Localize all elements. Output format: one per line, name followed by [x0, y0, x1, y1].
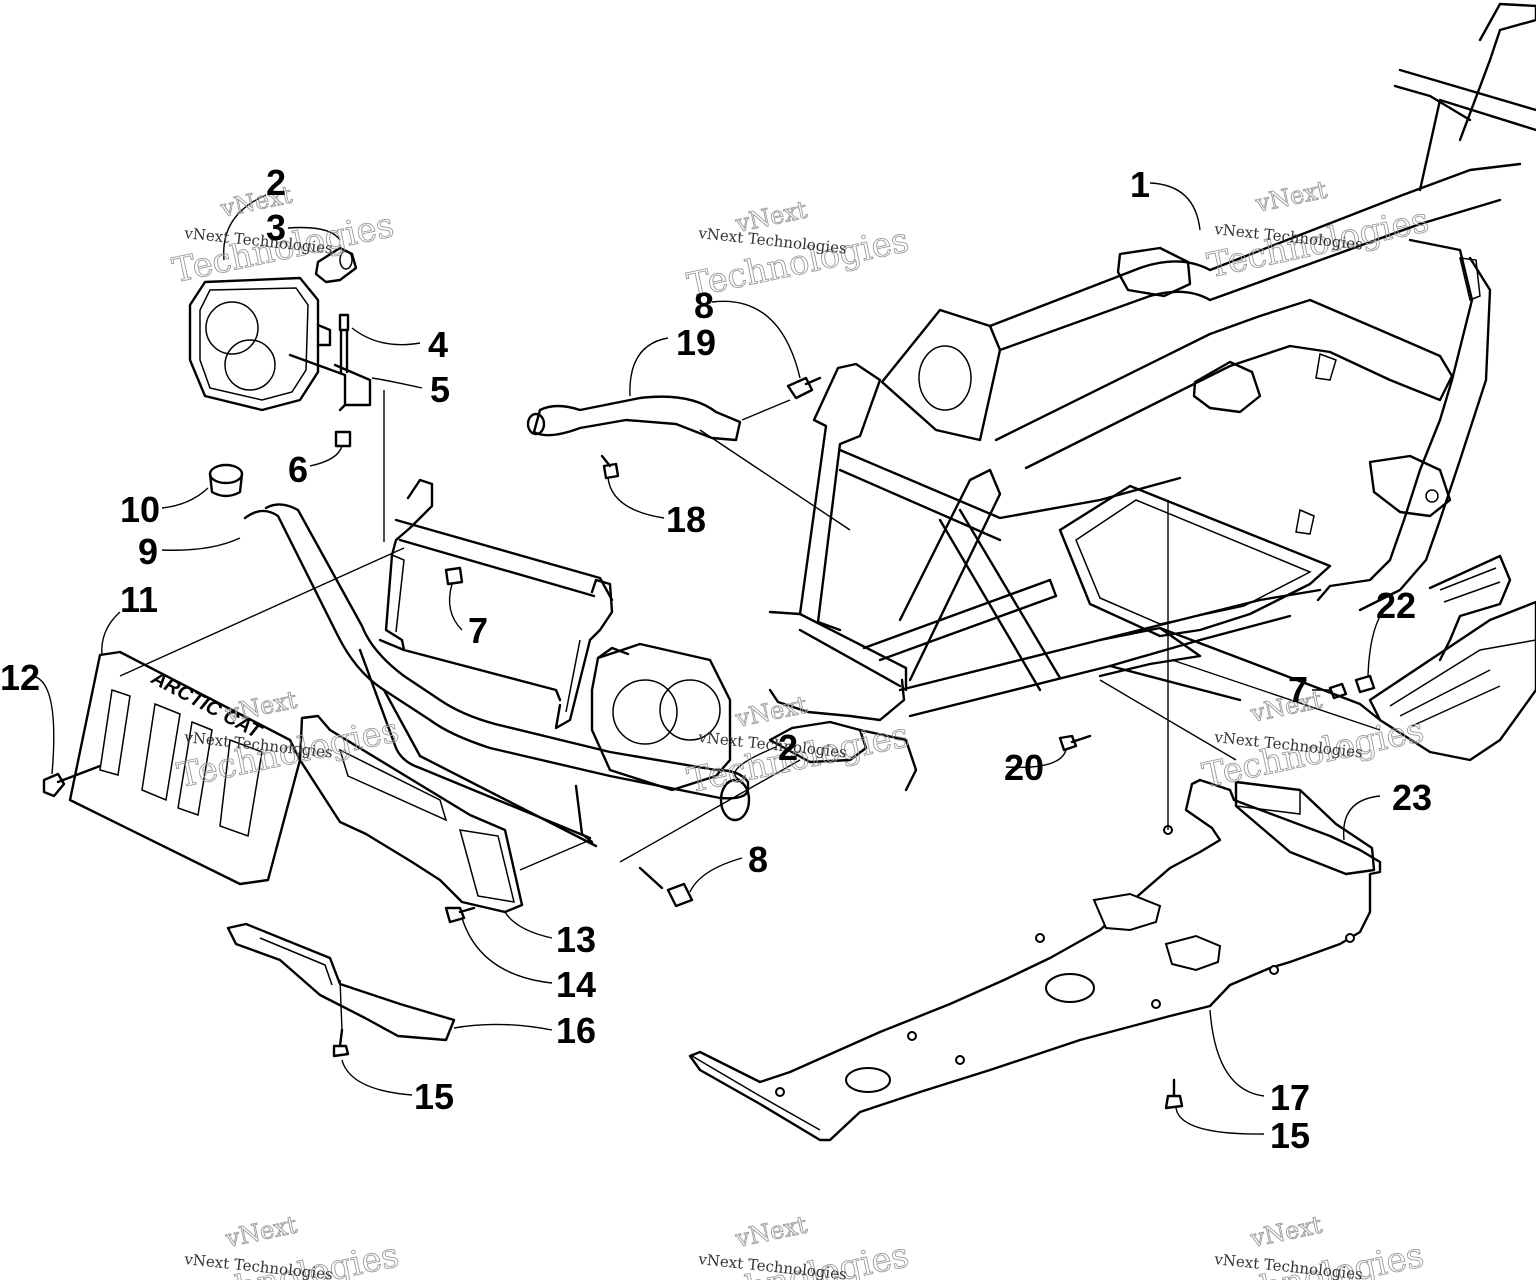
- callout-2-lower: 2: [778, 727, 798, 768]
- watermark-line1: vNext: [222, 1211, 300, 1254]
- callout-12: 12: [0, 657, 40, 698]
- headlight-bulb: [314, 246, 358, 284]
- mount-tube: [526, 395, 742, 442]
- main-frame: [768, 2, 1536, 792]
- fasteners: [42, 376, 1376, 1110]
- callout-3: 3: [266, 207, 286, 248]
- callout-labels: 1 2 3 4 5 6 7 8 9 10 11 12 13 14 15 16 1…: [0, 162, 1432, 1156]
- callout-19: 19: [676, 322, 716, 363]
- callout-9: 9: [138, 531, 158, 572]
- front-rack-frame: [378, 478, 614, 730]
- watermark-line1: vNext: [1252, 176, 1330, 219]
- headlight-left: [188, 276, 372, 412]
- callout-7-right: 7: [1288, 669, 1308, 710]
- callout-4: 4: [428, 324, 448, 365]
- watermark-line1: vNext: [732, 1211, 810, 1254]
- headlight-right: [590, 642, 732, 792]
- callout-16: 16: [556, 1010, 596, 1051]
- callout-15: 15: [414, 1076, 454, 1117]
- watermark-line1: vNext: [1247, 686, 1325, 729]
- watermark-line1: vNext: [1247, 1211, 1325, 1254]
- callout-18: 18: [666, 499, 706, 540]
- callout-17: 17: [1270, 1077, 1310, 1118]
- callout-8-lower: 8: [748, 839, 768, 880]
- watermarks: vNext Technologies vNext Technologies vN…: [168, 175, 1432, 1280]
- callout-14: 14: [556, 964, 596, 1005]
- leader-lines: [31, 182, 1391, 1135]
- callout-7: 7: [468, 610, 488, 651]
- callout-22: 22: [1376, 585, 1416, 626]
- callout-23: 23: [1392, 777, 1432, 818]
- callout-5: 5: [430, 369, 450, 410]
- skid-plate: [688, 778, 1382, 1142]
- callout-2: 2: [266, 162, 286, 203]
- callout-15-right: 15: [1270, 1115, 1310, 1156]
- headlight-bolt: [338, 313, 350, 374]
- front-skid-bracket: [226, 922, 456, 1042]
- callout-13: 13: [556, 919, 596, 960]
- callout-10: 10: [120, 489, 160, 530]
- callout-8: 8: [694, 285, 714, 326]
- rear-skid-plate: [1234, 780, 1376, 876]
- callout-20: 20: [1004, 747, 1044, 788]
- lower-grille-plate: [298, 714, 524, 914]
- callout-6: 6: [288, 449, 308, 490]
- grommet: [208, 463, 244, 498]
- headlight-nut: [334, 430, 352, 448]
- callout-11: 11: [120, 579, 158, 620]
- callout-1: 1: [1130, 164, 1150, 205]
